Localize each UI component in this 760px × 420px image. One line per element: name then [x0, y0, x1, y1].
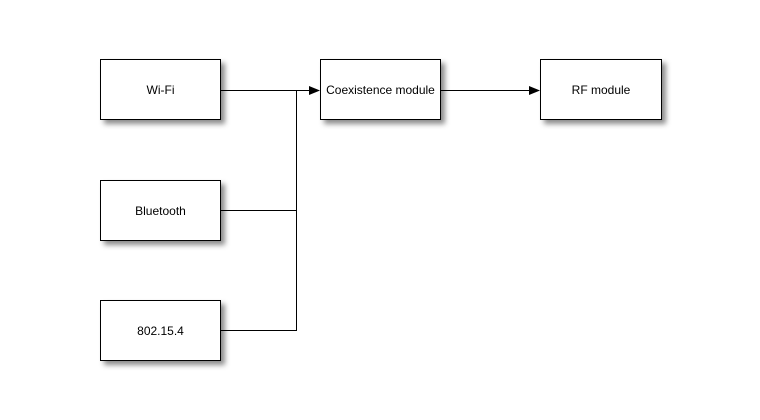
- arrowhead-rf-icon: [529, 86, 540, 95]
- block-bluetooth: Bluetooth: [100, 180, 221, 241]
- block-rf-module: RF module: [540, 59, 662, 120]
- block-802-15-4-label: 802.15.4: [137, 323, 184, 338]
- arrowhead-coexistence-icon: [309, 86, 320, 95]
- block-802-15-4: 802.15.4: [100, 300, 221, 361]
- block-wifi-label: Wi-Fi: [146, 82, 175, 97]
- block-coexistence-module-label: Coexistence module: [326, 82, 435, 97]
- block-bluetooth-label: Bluetooth: [135, 203, 186, 218]
- block-wifi: Wi-Fi: [100, 59, 221, 120]
- block-rf-module-label: RF module: [571, 82, 631, 97]
- block-coexistence-module: Coexistence module: [320, 59, 441, 120]
